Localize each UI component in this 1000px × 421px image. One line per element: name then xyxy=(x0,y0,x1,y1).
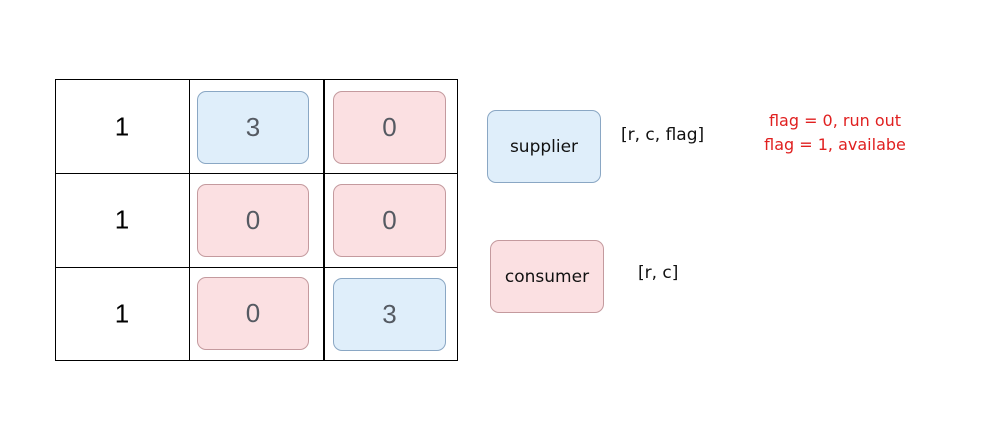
cell-value: 0 xyxy=(382,112,397,142)
row-label: 1 xyxy=(114,111,130,142)
cell-value: 3 xyxy=(245,112,261,142)
supplier-legend-label: supplier xyxy=(509,136,579,157)
consumer-cell: 0 xyxy=(197,184,309,257)
row-label: 1 xyxy=(114,204,130,235)
cell-value: 0 xyxy=(245,205,261,235)
supplier-legend-box: supplier xyxy=(487,110,601,183)
grid-divider xyxy=(188,80,190,360)
supplier-cell: 3 xyxy=(197,91,309,164)
flag-note-line: flag = 1, availabe xyxy=(764,135,906,154)
consumer-legend-label: consumer xyxy=(504,266,590,287)
cell-value: 0 xyxy=(382,205,397,235)
consumer-cell: 0 xyxy=(333,91,446,164)
consumer-cell: 0 xyxy=(197,277,309,350)
grid-divider xyxy=(56,266,457,268)
flag-note-line: flag = 0, run out xyxy=(768,111,902,130)
grid-table xyxy=(55,79,458,361)
row-label: 1 xyxy=(114,298,130,329)
consumer-format-note: [r, c] xyxy=(638,263,679,283)
flag-notes: flag = 0, run out flag = 1, availabe xyxy=(745,109,925,157)
supplier-format-note: [r, c, flag] xyxy=(621,125,705,145)
grid-divider xyxy=(56,172,457,174)
consumer-legend-box: consumer xyxy=(490,240,604,313)
consumer-cell: 0 xyxy=(333,184,446,257)
supplier-cell: 3 xyxy=(333,278,446,351)
cell-value: 0 xyxy=(245,298,261,328)
grid-divider xyxy=(323,80,325,360)
cell-value: 3 xyxy=(382,299,397,329)
